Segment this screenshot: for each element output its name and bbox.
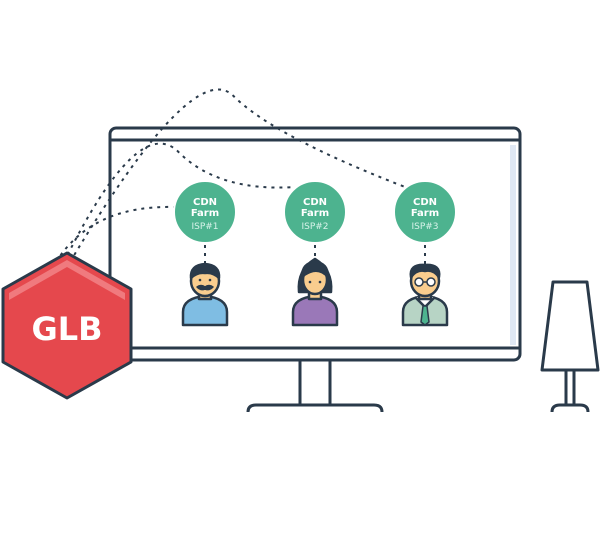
- cdn-node-3: CDN Farm ISP#3: [393, 180, 457, 244]
- cdn-node-1-line1: CDN: [193, 197, 217, 208]
- user-glasses-tie-icon: [401, 263, 449, 327]
- cdn-node-1: CDN Farm ISP#1: [173, 180, 237, 244]
- cdn-node-2-line2: Farm: [301, 208, 329, 219]
- cdn-node-2: CDN Farm ISP#2: [283, 180, 347, 244]
- cdn-node-2-line1: CDN: [303, 197, 327, 208]
- connection-link-1: [55, 205, 175, 263]
- connection-link-3: [69, 88, 406, 263]
- glb-label: GLB: [31, 310, 102, 348]
- connection-links: [55, 88, 406, 263]
- user-mustache-icon: [181, 262, 229, 327]
- cdn-node-1-isp: ISP#1: [191, 222, 218, 232]
- desk-lamp-icon: [540, 280, 600, 413]
- cdn-node-3-line2: Farm: [411, 208, 439, 219]
- node-user-links: [204, 245, 426, 264]
- cdn-node-3-isp: ISP#3: [411, 222, 438, 232]
- cdn-node-1-line2: Farm: [191, 208, 219, 219]
- glb-balancer: GLB: [1, 251, 133, 400]
- cdn-node-2-isp: ISP#2: [301, 222, 328, 232]
- cdn-node-3-line1: CDN: [413, 197, 437, 208]
- user-woman-icon: [291, 257, 339, 327]
